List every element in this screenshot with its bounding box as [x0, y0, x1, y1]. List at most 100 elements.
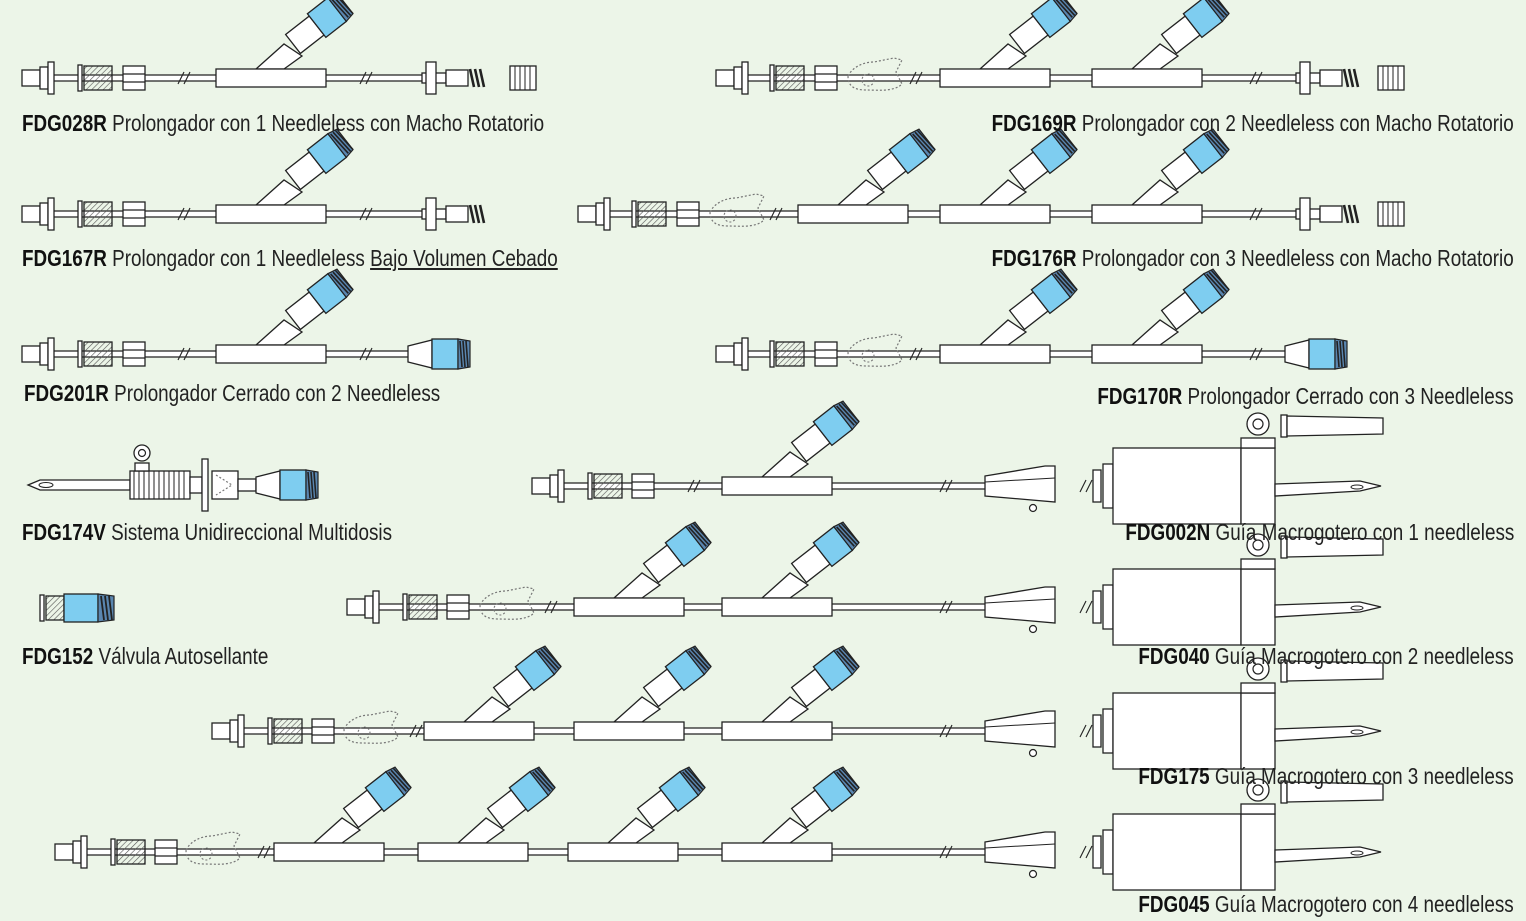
hex-nut — [311, 718, 335, 744]
needleless-valve — [1008, 0, 1078, 55]
hex-nut — [814, 65, 838, 91]
male-luer-connector — [531, 469, 565, 503]
tube-break-mark — [177, 207, 191, 221]
product-description: Prolongador con 2 Needleless con Macho R… — [1082, 110, 1514, 136]
product-description: Sistema Unidireccional Multidosis — [111, 519, 393, 545]
tube-break-mark — [359, 347, 373, 361]
product-code: FDG169R — [991, 110, 1077, 136]
tube-break-mark — [1079, 845, 1093, 859]
male-luer-connector — [21, 61, 55, 95]
dotted-clamp — [185, 831, 241, 865]
caption-fdg169r: FDG169R Prolongador con 2 Needleless con… — [992, 112, 1514, 135]
y-injection-port — [417, 766, 556, 862]
tube-break-mark — [939, 600, 953, 614]
caption-fdg167r: FDG167R Prolongador con 1 Needleless Baj… — [22, 247, 558, 270]
product-code: FDG167R — [22, 245, 107, 271]
tube-break-mark — [939, 724, 953, 738]
hex-nut — [631, 473, 655, 499]
needleless-valve — [1160, 268, 1230, 331]
male-luer-connector — [715, 337, 749, 371]
tube-break-mark — [1249, 71, 1263, 85]
product-description: Guía Macrogotero con 1 needleless — [1215, 519, 1514, 545]
spike-drip-chamber — [984, 412, 1384, 525]
caption-fdg028r: FDG028R Prolongador con 1 Needleless con… — [22, 112, 544, 135]
tubing — [83, 848, 1000, 856]
y-injection-port — [1091, 268, 1230, 364]
product-description: Prolongador Cerrado con 2 Needleless — [114, 380, 441, 406]
caption-fdg045: FDG045 Guía Macrogotero con 4 needleless — [1139, 893, 1514, 916]
hatched-sleeve — [110, 838, 146, 866]
product-code: FDG028R — [22, 110, 107, 136]
rotating-male-luer — [421, 197, 486, 231]
hex-nut — [446, 594, 470, 620]
male-luer-connector — [211, 714, 245, 748]
rotating-male-luer — [1295, 61, 1360, 95]
dotted-clamp — [847, 333, 903, 367]
y-injection-port — [721, 766, 860, 862]
tube-break-mark — [257, 845, 271, 859]
caption-fdg174v: FDG174V Sistema Unidireccional Multidosi… — [22, 521, 392, 544]
caption-fdg201r: FDG201R Prolongador Cerrado con 2 Needle… — [24, 382, 440, 405]
tube-break-mark — [687, 479, 701, 493]
male-luer-connector — [21, 197, 55, 231]
needleless-valve — [486, 766, 556, 829]
hex-nut — [122, 201, 146, 227]
caption-fdg176r: FDG176R Prolongador con 3 Needleless con… — [992, 247, 1514, 270]
needleless-valve — [642, 521, 712, 584]
tube-break-mark — [939, 845, 953, 859]
product-code: FDG175 — [1138, 763, 1210, 789]
protective-cap — [1377, 201, 1405, 227]
tube-break-mark — [409, 724, 423, 738]
needleless-valve — [284, 0, 354, 55]
needleless-valve — [284, 268, 354, 331]
y-injection-port — [1091, 128, 1230, 224]
tube-break-mark — [544, 600, 558, 614]
tube-break-mark — [1079, 600, 1093, 614]
y-injection-port — [573, 645, 712, 741]
tube-break-mark — [177, 71, 191, 85]
product-code: FDG170R — [1097, 383, 1183, 409]
tubing — [375, 603, 1000, 611]
hex-nut — [814, 341, 838, 367]
product-code: FDG174V — [22, 519, 106, 545]
needleless-valve — [284, 128, 354, 191]
hatched-sleeve — [769, 340, 805, 368]
dotted-clamp — [343, 710, 399, 744]
product-description: Válvula Autosellante — [98, 643, 269, 669]
needleless-valve — [790, 645, 860, 708]
product-description: Prolongador Cerrado con 3 Needleless — [1187, 383, 1514, 409]
rotating-male-luer — [1295, 197, 1360, 231]
tube-break-mark — [909, 347, 923, 361]
hatched-sleeve — [77, 64, 113, 92]
tube-break-mark — [359, 207, 373, 221]
y-injection-port — [939, 128, 1078, 224]
hex-nut — [676, 201, 700, 227]
needleless-valve — [492, 645, 562, 708]
needleless-valve — [1008, 128, 1078, 191]
needleless-valve — [866, 128, 936, 191]
tube-break-mark — [1079, 479, 1093, 493]
product-description: Prolongador con 1 Needleless — [112, 245, 371, 271]
hatched-sleeve — [267, 717, 303, 745]
y-injection-port — [1091, 0, 1230, 88]
product-description: Prolongador con 3 Needleless con Macho R… — [1082, 245, 1514, 271]
y-injection-port — [273, 766, 412, 862]
product-code: FDG040 — [1138, 643, 1210, 669]
self-sealing-valve — [39, 593, 115, 623]
hatched-sleeve — [587, 472, 623, 500]
male-luer-connector — [54, 835, 88, 869]
needleless-valve — [790, 766, 860, 829]
spike-drip-chamber — [984, 657, 1384, 770]
end-needleless-valve — [255, 469, 319, 501]
male-luer-connector — [715, 61, 749, 95]
caption-fdg002n: FDG002N Guía Macrogotero con 1 needleles… — [1125, 521, 1514, 544]
dotted-clamp — [847, 57, 903, 91]
hatched-sleeve — [77, 200, 113, 228]
y-injection-port — [573, 521, 712, 617]
protective-cap — [509, 65, 537, 91]
hatched-sleeve — [631, 200, 667, 228]
needleless-valve — [1160, 0, 1230, 55]
male-luer-connector — [577, 197, 611, 231]
male-luer-connector — [346, 590, 380, 624]
